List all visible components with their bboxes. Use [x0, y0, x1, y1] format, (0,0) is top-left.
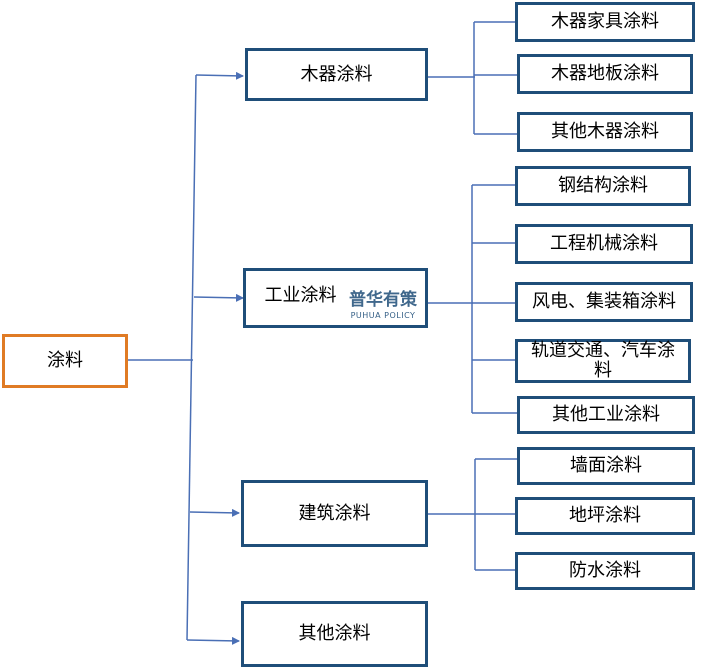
node-building-coatings: 建筑涂料 [241, 480, 428, 547]
arrow-wood [195, 71, 244, 80]
leaf-wood-other: 其他木器涂料 [517, 112, 693, 152]
node-label: 建筑涂料 [298, 502, 371, 524]
leaf-label: 钢结构涂料 [558, 175, 648, 196]
node-wood-coatings: 木器涂料 [245, 48, 428, 101]
leaf-label: 地坪涂料 [569, 505, 641, 526]
leaf-label: 墙面涂料 [570, 455, 642, 476]
leaf-engineering-machinery: 工程机械涂料 [515, 224, 693, 264]
node-label: 工业涂料 [264, 285, 337, 306]
leaf-industrial-other: 其他工业涂料 [517, 396, 695, 434]
watermark-en: PUHUA POLICY [350, 311, 416, 320]
leaf-label: 木器地板涂料 [551, 63, 659, 84]
root-label: 涂料 [47, 350, 83, 371]
leaf-wood-floor: 木器地板涂料 [517, 54, 693, 94]
leaf-label: 其他木器涂料 [551, 121, 659, 142]
leaf-label: 风电、集装箱涂料 [532, 291, 676, 312]
watermark-logo: 普华有策 PUHUA POLICY [333, 290, 433, 322]
leaf-label: 木器家具涂料 [551, 11, 659, 32]
main-trunk [186, 74, 197, 641]
leaf-wall: 墙面涂料 [517, 447, 695, 485]
leaf-rail-auto: 轨道交通、汽车涂料 [515, 339, 691, 383]
leaf-waterproof: 防水涂料 [515, 552, 695, 590]
leaf-label: 工程机械涂料 [550, 233, 658, 254]
leaf-label: 轨道交通、汽车涂料 [531, 340, 675, 381]
arrow-industrial [193, 293, 244, 302]
node-other-coatings: 其他涂料 [241, 601, 428, 667]
node-label: 木器涂料 [300, 63, 373, 85]
arrow-other [186, 636, 240, 645]
arrow-building [189, 508, 240, 517]
leaf-label: 防水涂料 [569, 560, 641, 581]
watermark-cn: 普华有策 [349, 290, 417, 310]
leaf-wind-container: 风电、集装箱涂料 [515, 282, 693, 322]
leaf-wood-furniture: 木器家具涂料 [515, 2, 695, 42]
node-industrial-coatings: 工业涂料 [243, 268, 428, 328]
node-label: 其他涂料 [298, 623, 371, 644]
leaf-floor: 地坪涂料 [515, 497, 695, 535]
leaf-label: 其他工业涂料 [552, 404, 660, 425]
root-node: 涂料 [2, 334, 128, 388]
leaf-steel-structure: 钢结构涂料 [515, 166, 691, 206]
